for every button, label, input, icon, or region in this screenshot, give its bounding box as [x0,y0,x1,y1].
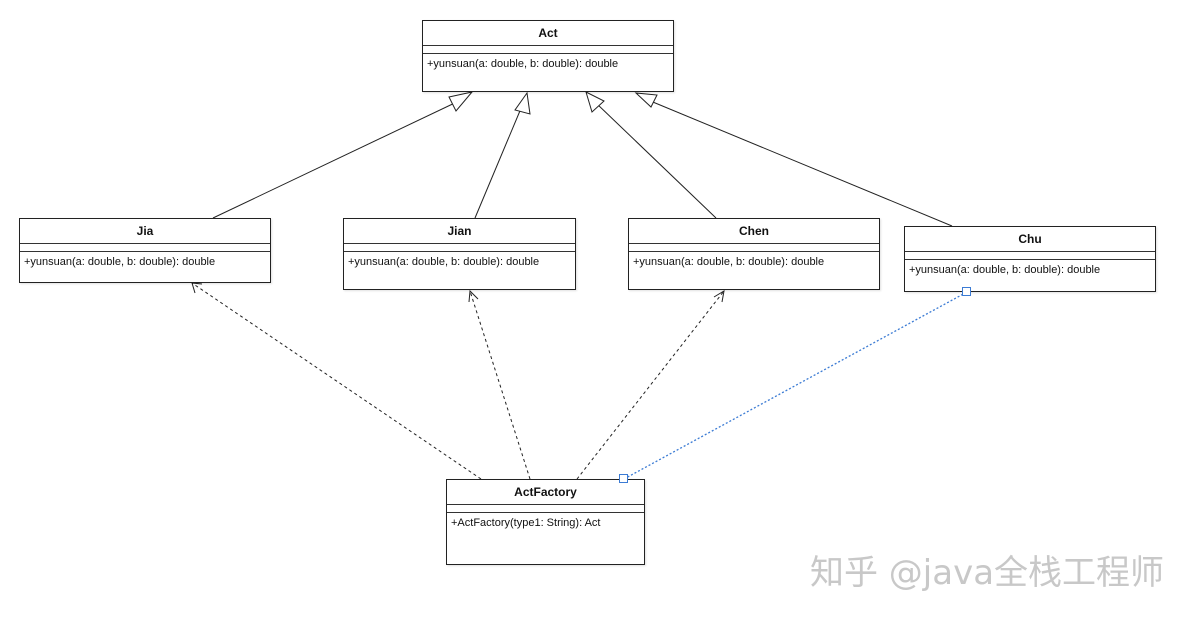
dependency-arrowhead [191,282,203,294]
class-act[interactable]: Act +yunsuan(a: double, b: double): doub… [422,20,674,92]
dependency-arrowhead [713,290,725,303]
dependency-factory-chen[interactable] [576,290,725,480]
generalization-arrowhead [634,92,658,108]
class-name: Chen [629,219,879,244]
class-chen[interactable]: Chen +yunsuan(a: double, b: double): dou… [628,218,880,290]
dependency-factory-jia[interactable] [191,282,482,480]
class-name: Jia [20,219,270,244]
dependency-factory-jian[interactable] [469,290,531,480]
generalization-chu-act[interactable] [647,99,953,227]
class-attributes [423,46,673,54]
generalization-arrowhead [585,91,605,113]
watermark: 知乎 @java全栈工程师 [810,553,1165,593]
class-attributes [20,244,270,252]
class-attributes [447,505,644,513]
generalization-jia-act[interactable] [212,99,462,219]
class-operation: +ActFactory(type1: String): Act [451,517,601,529]
class-operation: +yunsuan(a: double, b: double): double [427,58,619,70]
class-operation: +yunsuan(a: double, b: double): double [24,256,216,268]
dependency-arrowhead [468,289,479,303]
class-chu[interactable]: Chu +yunsuan(a: double, b: double): doub… [904,226,1156,292]
class-jia[interactable]: Jia +yunsuan(a: double, b: double): doub… [19,218,271,283]
class-actfactory[interactable]: ActFactory +ActFactory(type1: String): A… [446,479,645,565]
class-name: Jian [344,219,575,244]
class-name: ActFactory [447,480,644,505]
class-attributes [629,244,879,252]
class-operation: +yunsuan(a: double, b: double): double [909,264,1101,276]
generalization-arrowhead [448,91,474,112]
class-attributes [344,244,575,252]
class-jian[interactable]: Jian +yunsuan(a: double, b: double): dou… [343,218,576,290]
dependency-factory-chu-selected[interactable] [623,291,968,480]
class-name: Chu [905,227,1155,252]
generalization-chen-act[interactable] [595,102,717,219]
generalization-jian-act[interactable] [474,105,523,219]
class-operation: +yunsuan(a: double, b: double): double [348,256,540,268]
selection-handle[interactable] [962,287,971,296]
generalization-arrowhead [514,91,531,115]
class-operation: +yunsuan(a: double, b: double): double [633,256,825,268]
selection-handle[interactable] [619,474,628,483]
class-name: Act [423,21,673,46]
class-attributes [905,252,1155,260]
